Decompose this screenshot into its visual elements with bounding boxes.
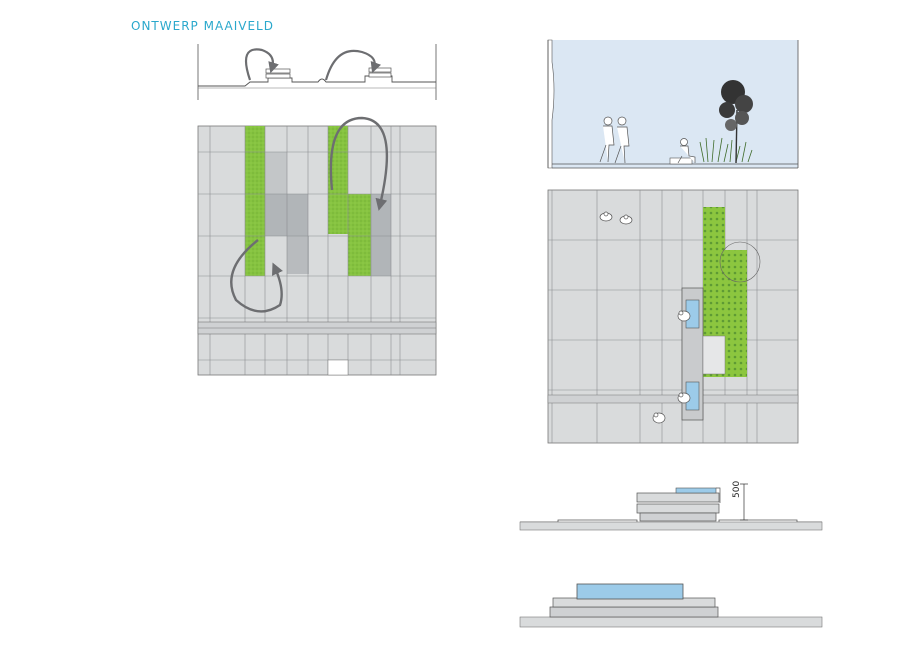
- bench-section-detail-1: [519, 483, 823, 531]
- person-icon: [652, 412, 666, 424]
- street-elevation: [547, 39, 799, 169]
- grass-strip: [703, 207, 725, 377]
- plants-icon: [699, 137, 753, 163]
- person-icon: [614, 116, 630, 164]
- grass-strip: [348, 194, 371, 276]
- tree-icon: [719, 80, 753, 164]
- person-icon: [599, 116, 615, 163]
- curved-arrow-icon: [244, 48, 279, 81]
- grass-strip: [725, 250, 747, 377]
- person-icon: [677, 310, 691, 322]
- curved-arrow-icon: [324, 49, 382, 81]
- section-view-top-left: [197, 44, 437, 100]
- bench-icon: [368, 67, 392, 78]
- bench-section-detail-2: [519, 583, 823, 628]
- page-title: ONTWERP MAAIVELD: [131, 19, 274, 33]
- plan-view-left: [197, 116, 437, 376]
- person-icon: [599, 211, 633, 225]
- curved-arrow-icon: [329, 116, 389, 211]
- curved-arrow-icon: [230, 239, 283, 313]
- person-icon: [677, 392, 691, 404]
- dimension-label: 500: [732, 480, 742, 498]
- person-icon: [677, 138, 696, 164]
- plan-view-right: [547, 189, 799, 444]
- bench-icon: [265, 68, 291, 79]
- grass-strip: [245, 126, 265, 276]
